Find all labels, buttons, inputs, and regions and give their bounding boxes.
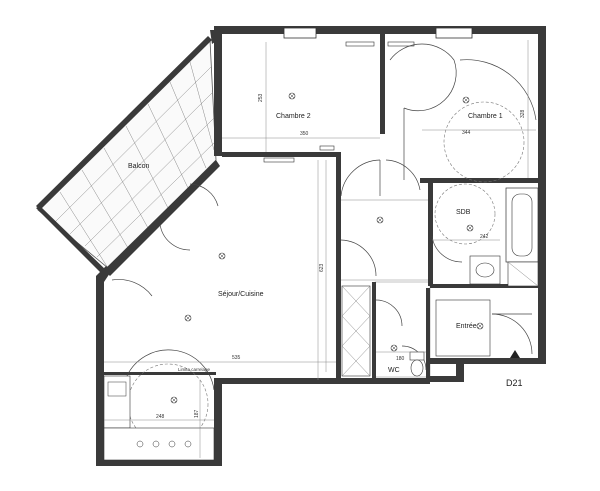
unit-label: D21	[506, 378, 523, 388]
annotation-limite-carrelage: Limite carrelage	[178, 367, 211, 372]
room-label-entree: Entrée	[456, 323, 477, 330]
dim-chambre2-width: 350	[300, 131, 309, 137]
balcony-tiles	[37, 39, 217, 269]
light-sejour1	[218, 252, 226, 260]
dimension-lines	[104, 40, 536, 458]
room-label-sdb: SDB	[456, 209, 471, 216]
light-sdb	[466, 224, 474, 232]
dim-wc-width: 180	[396, 356, 405, 362]
dim-sejour-height: 623	[319, 263, 325, 272]
bathroom-fixtures	[103, 187, 539, 461]
dim-sejour-width: 535	[232, 355, 241, 361]
dim-chambre2-height: 253	[258, 93, 264, 102]
light-hall	[376, 216, 384, 224]
light-chambre1	[462, 96, 470, 104]
dim-chambre1-width: 344	[462, 130, 471, 136]
dim-kitchen-height: 187	[194, 409, 200, 418]
windows	[263, 27, 473, 163]
interior-walls	[36, 34, 540, 380]
dim-chambre1-height: 328	[520, 109, 526, 118]
room-label-wc: WC	[388, 367, 400, 374]
light-entree	[476, 322, 484, 330]
ceiling-lights	[170, 92, 484, 404]
room-label-sejour: Séjour/Cuisine	[218, 291, 264, 298]
light-sejour2	[184, 314, 192, 322]
hallway-hatch	[339, 199, 433, 281]
entry-arrow-icon	[510, 350, 520, 358]
room-label-chambre2: Chambre 2	[276, 113, 311, 120]
doors	[111, 43, 537, 391]
dim-kitchen-width: 248	[156, 414, 165, 420]
light-chambre2	[288, 92, 296, 100]
light-wc	[390, 344, 398, 352]
room-label-chambre1: Chambre 1	[468, 113, 503, 120]
light-kitchen	[170, 396, 178, 404]
room-label-balcon: Balcon	[128, 163, 150, 170]
dim-sdb-width: 242	[480, 234, 489, 240]
